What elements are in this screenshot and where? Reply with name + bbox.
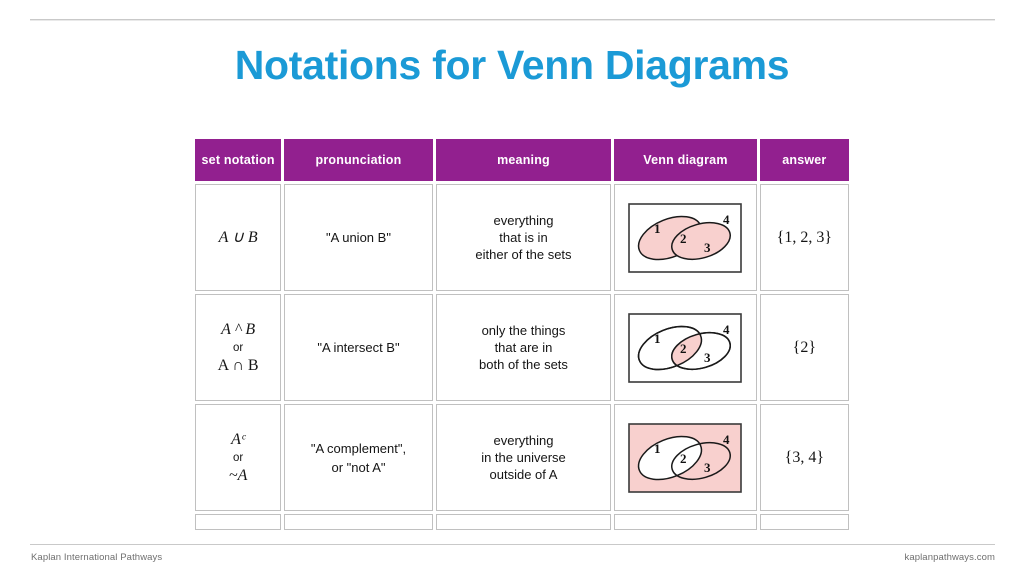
meaning-union-line2: that is in: [499, 230, 548, 245]
footer-website: kaplanpathways.com: [904, 552, 995, 563]
cell-meaning-partial: [435, 514, 612, 530]
meaning-complement: everything in the universe outside of A: [437, 432, 611, 483]
meaning-intersection-line3: both of the sets: [479, 357, 568, 372]
column-header-meaning-label: meaning: [497, 153, 550, 167]
cell-venn-diagram: 1 2 3 4: [614, 404, 757, 511]
column-header-answer-label: answer: [782, 153, 827, 167]
venn-label-3: 3: [704, 240, 711, 255]
meaning-union-line3: either of the sets: [475, 247, 572, 262]
complement-venn-diagram: 1 2 3 4: [628, 422, 743, 493]
cell-answer-partial: [759, 514, 849, 530]
table-row: A ∪ B "A union B" everything that is in …: [195, 184, 849, 291]
table-row-partial: [195, 514, 849, 530]
set-a-ellipse: [638, 435, 703, 480]
meaning-union-line1: everything: [493, 213, 554, 228]
set-notation-intersection: A ^ B or A ∩ B: [196, 321, 280, 375]
cell-meaning: only the things that are in both of the …: [435, 294, 612, 401]
venn-notation-table: set notation pronunciation meaning Venn …: [192, 136, 852, 533]
meaning-intersection-line2: that are in: [494, 340, 553, 355]
set-a-unshaded: [639, 435, 702, 480]
header-divider: [30, 19, 995, 20]
cell-answer: {2}: [759, 294, 849, 401]
answer-complement: {3, 4}: [784, 448, 825, 466]
set-notation-complement: Aᶜ or ~A: [196, 431, 280, 485]
cell-venn-diagram: 1 2 3 4: [614, 294, 757, 401]
cell-pronunciation: "A intersect B": [284, 294, 433, 401]
column-header-pronunciation: pronunciation: [284, 139, 433, 181]
table-header-row: set notation pronunciation meaning Venn …: [195, 139, 849, 181]
cell-pronunciation-partial: [284, 514, 433, 530]
union-venn-diagram: 1 2 3 4: [628, 202, 743, 273]
venn-label-4: 4: [723, 432, 730, 447]
set-notation-intersection-line2: or: [233, 341, 244, 354]
cell-answer: {3, 4}: [759, 404, 849, 511]
pronunciation-intersection: "A intersect B": [285, 338, 431, 357]
column-header-venn-diagram-label: Venn diagram: [643, 153, 728, 167]
answer-intersection: {2}: [792, 338, 817, 356]
set-notation-intersection-line3: A ∩ B: [217, 356, 259, 374]
venn-label-2: 2: [680, 451, 687, 466]
cell-set-notation: A ∪ B: [195, 184, 282, 291]
column-header-venn-diagram: Venn diagram: [614, 139, 757, 181]
venn-label-1: 1: [654, 221, 661, 236]
meaning-union: everything that is in either of the sets: [437, 212, 611, 263]
venn-label-3: 3: [704, 460, 711, 475]
set-b-ellipse: [671, 441, 732, 480]
venn-label-4: 4: [723, 322, 730, 337]
page-title: Notations for Venn Diagrams: [234, 42, 790, 88]
footer-divider: [30, 544, 995, 545]
venn-label-2: 2: [680, 341, 687, 356]
cell-set-notation: Aᶜ or ~A: [195, 404, 282, 511]
set-notation-complement-line1: Aᶜ: [231, 430, 246, 448]
set-b-outline: [671, 331, 732, 370]
cell-pronunciation: "A union B": [284, 184, 433, 291]
venn-label-2: 2: [680, 231, 687, 246]
cell-meaning: everything in the universe outside of A: [435, 404, 612, 511]
meaning-complement-line3: outside of A: [489, 467, 558, 482]
venn-label-4: 4: [723, 212, 730, 227]
set-notation-union: A ∪ B: [196, 229, 280, 247]
cell-venn-diagram: 1 2 3 4: [614, 184, 757, 291]
table-row: A ^ B or A ∩ B "A intersect B" only the …: [195, 294, 849, 401]
table-row: Aᶜ or ~A "A complement", or "not A" ever…: [195, 404, 849, 511]
cell-venn-diagram-partial: [614, 514, 757, 530]
pronunciation-complement: "A complement", or "not A": [285, 439, 431, 477]
set-notation-complement-line3: ~A: [228, 466, 248, 484]
cell-answer: {1, 2, 3}: [759, 184, 849, 291]
pronunciation-union-text: "A union B": [326, 230, 391, 245]
pronunciation-complement-line2: or "not A": [331, 459, 386, 475]
column-header-set-notation: set notation: [195, 139, 282, 181]
set-notation-complement-line2: or: [233, 451, 244, 464]
column-header-answer: answer: [759, 139, 849, 181]
meaning-complement-line1: everything: [493, 433, 554, 448]
set-b-ellipse: [671, 221, 732, 260]
cell-pronunciation: "A complement", or "not A": [284, 404, 433, 511]
cell-set-notation-partial: [195, 514, 282, 530]
meaning-complement-line2: in the universe: [481, 450, 566, 465]
cell-set-notation: A ^ B or A ∩ B: [195, 294, 282, 401]
pronunciation-complement-line1: "A complement",: [310, 440, 407, 456]
set-notation-union-line1: A ∪ B: [218, 228, 258, 246]
answer-union: {1, 2, 3}: [776, 228, 833, 246]
column-header-pronunciation-label: pronunciation: [315, 153, 402, 167]
meaning-intersection-line1: only the things: [481, 323, 566, 338]
venn-label-3: 3: [704, 350, 711, 365]
pronunciation-intersection-text: "A intersect B": [317, 340, 400, 355]
meaning-intersection: only the things that are in both of the …: [437, 322, 611, 373]
column-header-meaning: meaning: [435, 139, 612, 181]
cell-meaning: everything that is in either of the sets: [435, 184, 612, 291]
footer-organization: Kaplan International Pathways: [31, 552, 163, 563]
set-notation-intersection-line1: A ^ B: [221, 320, 256, 338]
pronunciation-union: "A union B": [285, 228, 431, 247]
intersection-venn-diagram: 1 2 3 4: [628, 312, 743, 383]
venn-notation-table-image: set notation pronunciation meaning Venn …: [192, 136, 854, 536]
column-header-set-notation-label: set notation: [201, 153, 275, 167]
venn-label-1: 1: [654, 441, 661, 456]
venn-label-1: 1: [654, 331, 661, 346]
